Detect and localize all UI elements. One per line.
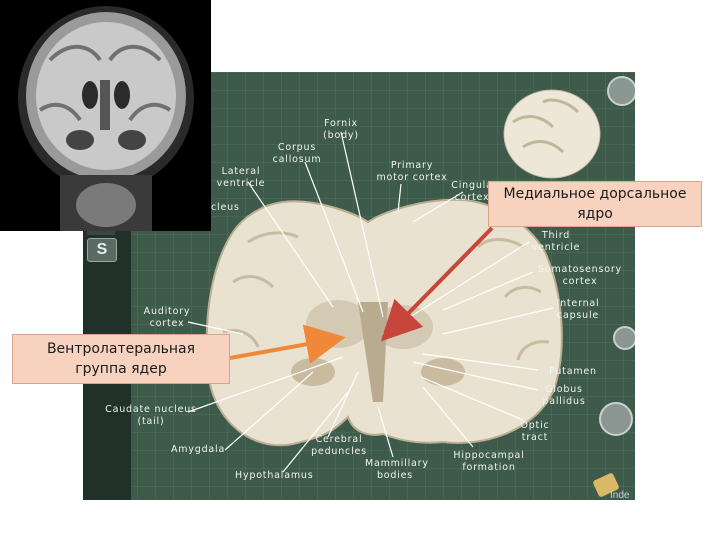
- label-hippocampal: Hippocampal formation: [453, 450, 525, 473]
- mri-image: [0, 0, 211, 231]
- label-putamen: Putamen: [549, 366, 597, 377]
- label-cerebral-peduncles: Cerebral peduncles: [311, 434, 367, 457]
- gear-icon[interactable]: [613, 326, 635, 350]
- label-nucleus: cleus: [211, 202, 240, 213]
- corner-text: Inde: [610, 490, 630, 500]
- brain-icon[interactable]: [607, 76, 635, 106]
- label-amygdala: Amygdala: [171, 444, 226, 455]
- label-fornix: Fornix (body): [323, 118, 359, 141]
- label-internal-capsule: Internal capsule: [556, 298, 600, 321]
- label-lateral-ventricle: Lateral ventricle: [216, 166, 266, 189]
- label-cingulate: Cingula cortex: [451, 180, 493, 203]
- label-primary-motor: Primary motor cortex: [376, 160, 448, 183]
- toolbar-tab: [87, 227, 115, 235]
- label-hypothalamus: Hypothalamus: [235, 470, 314, 481]
- label-caudate-tail: Caudate nucleus (tail): [105, 404, 197, 427]
- callout-ventrolateral: Вентролатеральная группа ядер: [12, 334, 230, 384]
- s-button[interactable]: S: [87, 238, 117, 262]
- label-corpus-callosum: Corpus callosum: [272, 142, 322, 165]
- label-somatosensory: Somatosensory cortex: [538, 264, 622, 287]
- inset-brain: [503, 89, 601, 179]
- label-auditory: Auditory cortex: [143, 306, 191, 329]
- label-optic-tract: Optic tract: [520, 420, 550, 443]
- label-third-ventricle: Third ventricle: [531, 230, 581, 253]
- callout-medial-dorsal: Медиальное дорсальное ядро: [488, 181, 702, 227]
- label-mammillary: Mammillary bodies: [365, 458, 429, 481]
- label-globus-pallidus: Globus pallidus: [542, 384, 586, 407]
- gear-icon[interactable]: [599, 402, 633, 436]
